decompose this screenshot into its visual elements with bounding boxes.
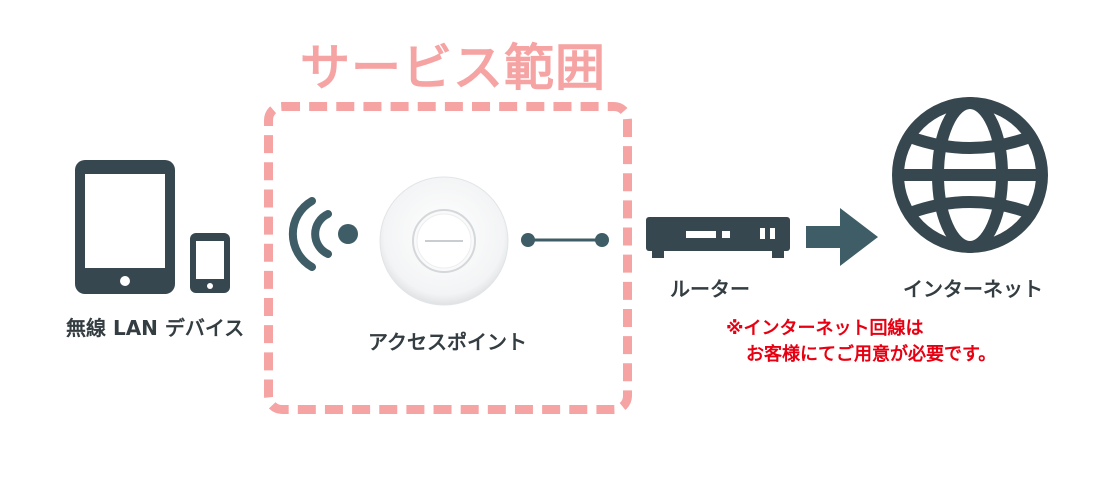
cable-connector-icon <box>521 233 609 247</box>
device-label: 無線 LAN デバイス <box>66 316 245 340</box>
access-point-icon <box>379 176 509 306</box>
internet-note-line2: お客様にてご用意が必要です。 <box>746 344 997 365</box>
service-area-title: サービス範囲 <box>300 39 606 97</box>
router-icon <box>646 217 790 258</box>
tablet-phone-icon <box>75 160 230 294</box>
wifi-signal-icon <box>288 197 358 271</box>
service-area-boundary <box>264 102 632 414</box>
router-label: ルーター <box>670 277 750 301</box>
globe-icon <box>892 97 1048 253</box>
internet-label: インターネット <box>903 277 1043 301</box>
internet-note-line1: ※インターネット回線は <box>726 318 924 339</box>
arrow-right-icon <box>806 208 878 266</box>
access-point-label: アクセスポイント <box>368 330 527 354</box>
